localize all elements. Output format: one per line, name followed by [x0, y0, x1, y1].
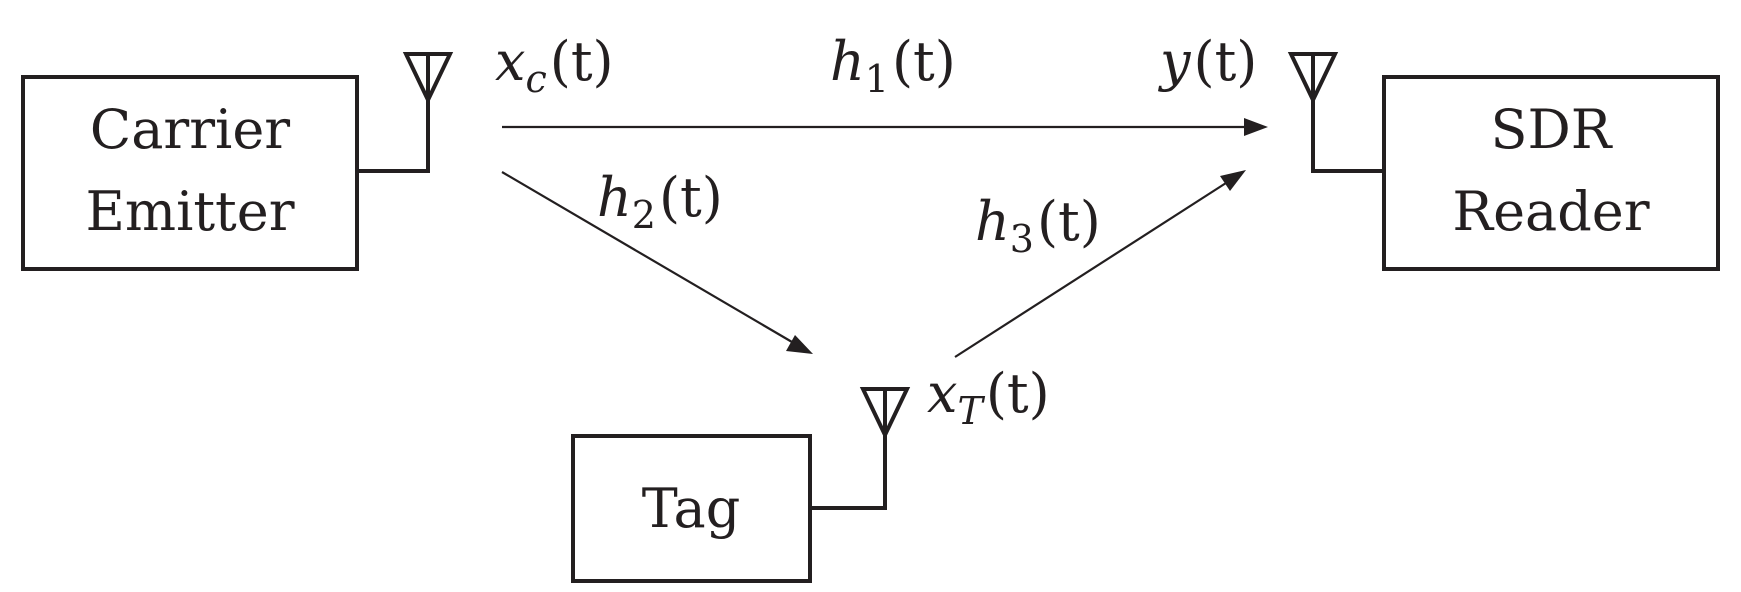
channel-h2-label: h2(t) — [597, 166, 723, 237]
h2-arrowhead-icon — [786, 335, 813, 354]
sdr-reader-block: SDR Reader — [1287, 52, 1720, 271]
channel-h1-link — [502, 118, 1268, 136]
h3-arrowhead-icon — [1220, 170, 1246, 191]
sdr-reader-box — [1382, 75, 1720, 271]
carrier-emitter-label-line1: Carrier — [90, 98, 290, 161]
tag-antenna-icon — [859, 387, 911, 440]
carrier-emitter-block: Carrier Emitter — [21, 52, 454, 271]
sdr-reader-label-line1: SDR — [1491, 98, 1613, 161]
tag-box — [571, 434, 812, 583]
tag-block: Tag — [571, 387, 911, 583]
carrier-emitter-antenna-icon — [402, 52, 454, 105]
channel-h3-label: h3(t) — [975, 190, 1101, 261]
carrier-emitter-antenna-feed — [357, 88, 430, 173]
channel-h1-label: h1(t) — [830, 30, 956, 101]
h1-arrowhead-icon — [1244, 118, 1268, 136]
signal-y-label: y(t) — [1158, 30, 1257, 93]
sdr-reader-antenna-feed — [1311, 88, 1384, 173]
sdr-reader-label-line2: Reader — [1452, 180, 1649, 243]
signal-xc-label: xc(t) — [495, 30, 614, 101]
carrier-emitter-box — [21, 75, 359, 271]
sdr-reader-antenna-icon — [1287, 52, 1339, 105]
tag-antenna-feed — [810, 420, 887, 510]
channel-h2-link — [501, 171, 813, 354]
h3-arrow-line — [954, 182, 1227, 358]
channel-h3-link — [954, 170, 1246, 358]
carrier-emitter-label-line2: Emitter — [85, 180, 294, 243]
tag-label: Tag — [642, 477, 741, 540]
h2-arrow-line — [501, 171, 793, 343]
signal-xT-label: xT(t) — [927, 362, 1050, 433]
